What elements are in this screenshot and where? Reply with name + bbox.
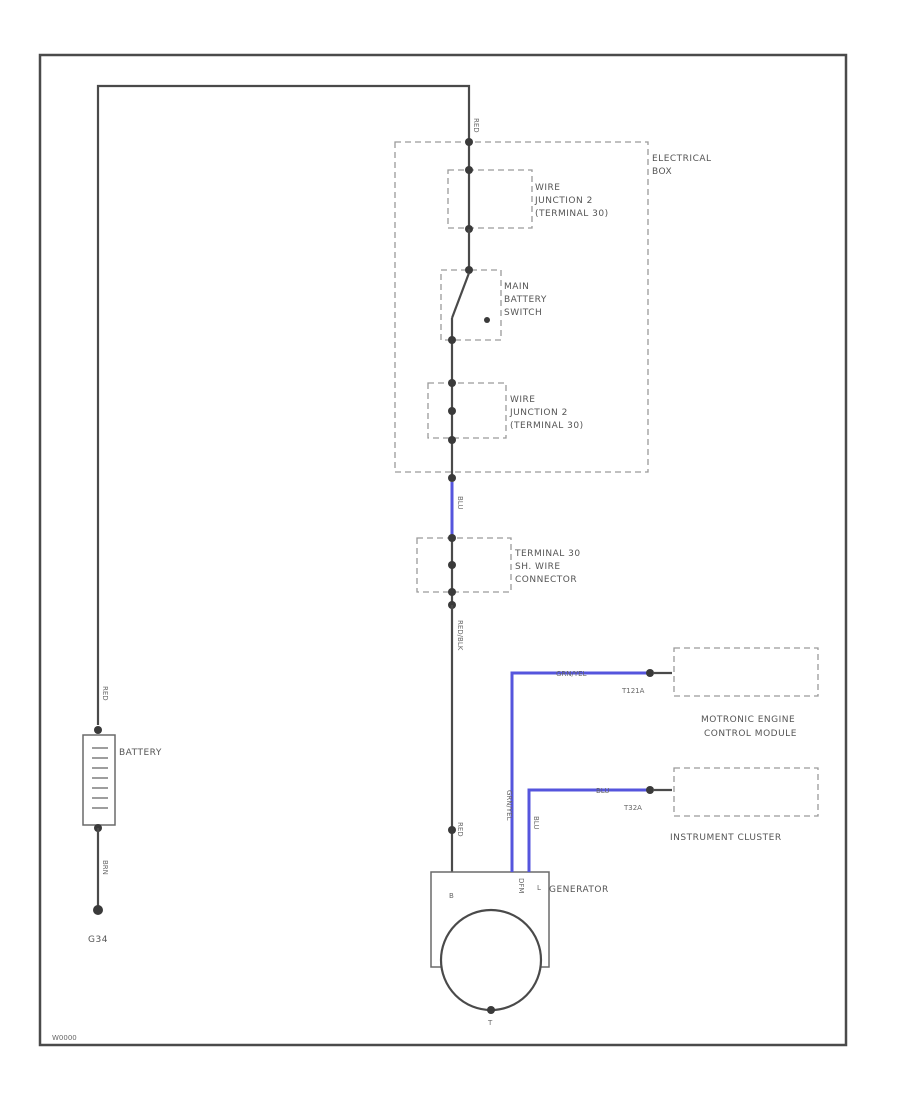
generator-ground-dot — [487, 1006, 495, 1014]
main-switch-label-3: SWITCH — [504, 308, 542, 318]
main-switch-outline — [440, 269, 502, 341]
node-dot — [448, 588, 456, 596]
electrical-box-outline — [394, 141, 649, 473]
engine-module-label-2: CONTROL MODULE — [704, 729, 797, 739]
diagram-frame — [38, 53, 848, 1047]
battery-neg-label: BRN — [101, 860, 109, 875]
l-wire — [527, 788, 650, 872]
lower-wire-label: RED/BLK — [456, 620, 464, 651]
battery-cells — [92, 747, 108, 809]
ground-label: G34 — [88, 935, 108, 945]
engine-module-label-1: MOTRONIC ENGINE — [701, 715, 795, 725]
node-dot — [448, 826, 456, 834]
node-dot — [465, 266, 473, 274]
ground-point — [93, 905, 103, 915]
node-dot — [646, 786, 654, 794]
junction-top-label-2: JUNCTION 2 — [534, 196, 593, 206]
generator-pin-g: T — [487, 1019, 493, 1027]
footer-code: W0000 — [52, 1034, 77, 1042]
junction-top-outline — [447, 169, 533, 229]
connector-outline — [416, 537, 512, 593]
generator-pin-dfm: DFM — [517, 878, 525, 893]
electrical-box-label-1: ELECTRICAL — [652, 154, 712, 164]
dfm-wire — [510, 671, 650, 872]
junction-top-label-3: (TERMINAL 30) — [535, 209, 609, 219]
node-dot — [448, 436, 456, 444]
l-vert-label: BLU — [532, 816, 540, 829]
node-dot — [448, 336, 456, 344]
dfm-vert-label: GRN/YEL — [505, 790, 513, 821]
node-dot — [448, 534, 456, 542]
engine-module-pin: T121A — [621, 687, 645, 695]
instrument-cluster-outline — [673, 767, 819, 817]
node-dot — [646, 669, 654, 677]
main-switch-label-1: MAIN — [504, 282, 529, 292]
battery-label: BATTERY — [119, 748, 162, 758]
junction-bottom-label-1: WIRE — [510, 395, 536, 405]
generator-pin-l: L — [537, 884, 541, 892]
node-dot — [465, 166, 473, 174]
connector-label-1: TERMINAL 30 — [514, 549, 581, 559]
top-supply-wire — [96, 84, 471, 725]
connector-label-3: CONNECTOR — [515, 575, 577, 585]
top-wire-label: RED — [472, 118, 480, 133]
node-dot — [94, 726, 102, 734]
electrical-box-label-2: BOX — [652, 167, 672, 177]
node-dot — [448, 379, 456, 387]
battery-symbol — [82, 734, 116, 826]
node-dot — [465, 138, 473, 146]
node-dot — [448, 474, 456, 482]
junction-bottom-label-3: (TERMINAL 30) — [510, 421, 584, 431]
node-dot — [448, 407, 456, 415]
gen-b-wire-label: RED — [456, 822, 464, 837]
engine-module-outline — [673, 647, 819, 697]
generator-label: GENERATOR — [549, 885, 609, 895]
battery-pos-label: RED — [101, 686, 109, 701]
instrument-cluster-pin: T32A — [623, 804, 642, 812]
switch-contact — [484, 317, 490, 323]
generator-symbol — [439, 908, 543, 1012]
node-dot — [448, 561, 456, 569]
junction-bottom-label-2: JUNCTION 2 — [509, 408, 568, 418]
junction-bottom-outline — [427, 382, 507, 439]
instrument-cluster-label: INSTRUMENT CLUSTER — [670, 833, 782, 843]
blue-wire-label: BLU — [456, 496, 464, 509]
generator-pin-b: B — [449, 892, 454, 900]
junction-top-label-1: WIRE — [535, 183, 561, 193]
dfm-wire-label: GRN/YEL — [556, 670, 587, 678]
l-wire-label: BLU — [596, 787, 609, 795]
connector-label-2: SH. WIRE — [515, 562, 561, 572]
switch-blade — [450, 272, 471, 319]
main-switch-label-2: BATTERY — [504, 295, 547, 305]
